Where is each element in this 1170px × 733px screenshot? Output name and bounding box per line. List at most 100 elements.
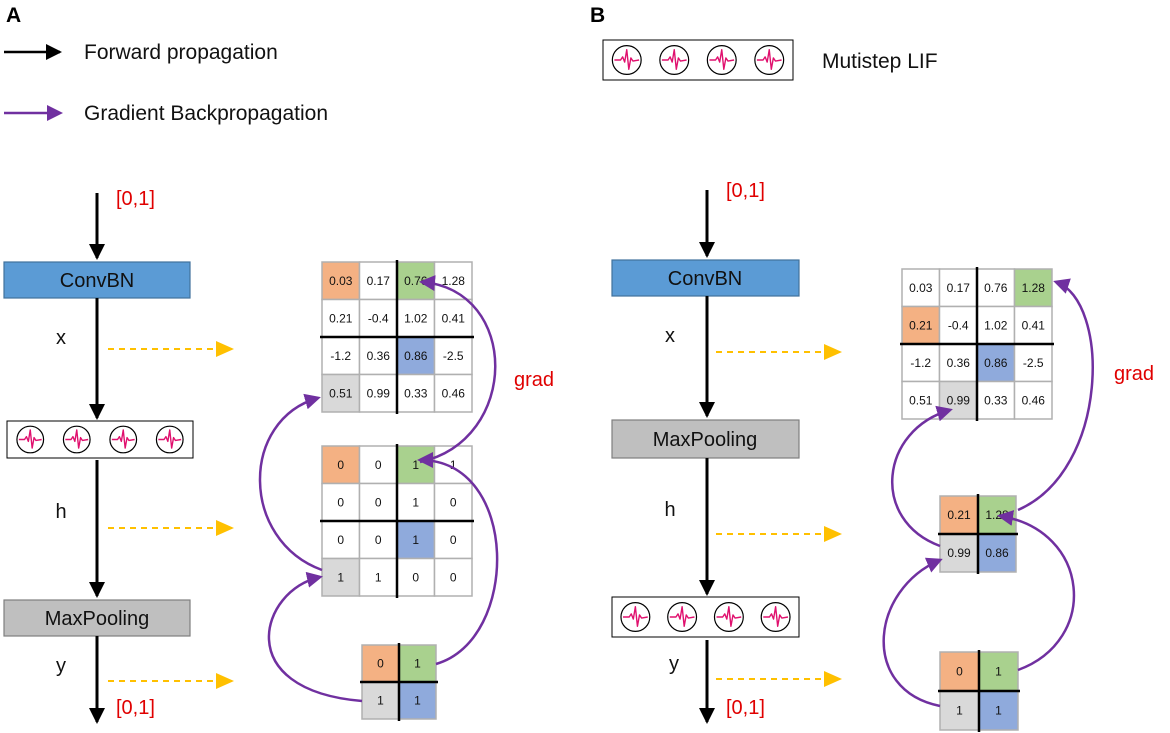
- maxpool-label: MaxPooling: [45, 608, 150, 630]
- grad-arrow-h-to-x-gray: [891, 405, 953, 548]
- maxpool-block: [611, 419, 800, 459]
- grad-arrow-y-to-h-green: [997, 510, 1076, 672]
- matrix-cell-value: 0: [377, 657, 384, 671]
- matrix-cell-value: 0.99: [367, 386, 391, 400]
- lif-neuron-icon: [659, 44, 690, 75]
- matrix-cell-value: 0: [375, 495, 382, 509]
- matrix-cell: [939, 651, 980, 692]
- matrix-cell: [976, 268, 1016, 308]
- matrix-cell-value: 1: [414, 694, 421, 708]
- matrix-cell: [358, 482, 398, 522]
- matrix-cell-value: 0: [412, 570, 419, 584]
- matrix-cell-value: 0.86: [985, 546, 1009, 560]
- matrix-cell: [939, 533, 979, 573]
- matrix-cell: [433, 445, 473, 485]
- matrix-cell-value: 0.41: [1022, 318, 1046, 332]
- matrix-cell-value: -0.4: [948, 318, 969, 332]
- matrix-cell: [901, 380, 941, 420]
- matrix-cell-value: 0.21: [947, 508, 971, 522]
- matrix-cell-value: 0.21: [329, 311, 353, 325]
- matrix-cell-value: 0.99: [947, 393, 971, 407]
- maxpool-label: MaxPooling: [653, 429, 758, 451]
- matrix-cell: [1013, 380, 1053, 420]
- lif-neuron-strip: [6, 420, 194, 459]
- convbn-block: [3, 261, 191, 299]
- matrix-cell: [358, 336, 398, 376]
- matrix-cell-value: -2.5: [443, 349, 464, 363]
- matrix-cell-value: 0.17: [947, 281, 971, 295]
- matrix-cell: [938, 268, 978, 308]
- lif-neuron-strip: [602, 39, 794, 81]
- matrix-cell-value: 0.76: [984, 281, 1008, 295]
- matrix-cell: [358, 298, 398, 338]
- matrix-cell: [978, 651, 1019, 692]
- matrix-cell-value: 1: [412, 495, 419, 509]
- matrix-cell-value: 0.99: [947, 546, 971, 560]
- lif-neuron-icon: [16, 425, 45, 454]
- matrix-cell-value: 0: [375, 533, 382, 547]
- matrix-cell-value: 0: [450, 495, 457, 509]
- matrix-cell-value: 0.41: [442, 311, 466, 325]
- lif-neuron-icon: [109, 425, 138, 454]
- matrix-cell: [938, 305, 978, 345]
- grad-arrow-h-to-x-gray: [258, 393, 323, 572]
- grad-label: grad: [1114, 363, 1154, 385]
- output-range-label: [0,1]: [116, 697, 155, 719]
- matrix-cell-value: -1.2: [910, 356, 931, 370]
- matrix-cell-value: -0.4: [368, 311, 389, 325]
- lif-neuron-icon: [620, 601, 651, 632]
- matrix-cell-value: 0.86: [404, 349, 428, 363]
- matrix-cell-value: 1: [375, 570, 382, 584]
- matrix-cell: [978, 690, 1019, 731]
- matrix-cell: [361, 681, 400, 720]
- maxpool-block: [3, 599, 191, 637]
- matrix-cell: [321, 373, 361, 413]
- matrix-cell-value: 0.36: [947, 356, 971, 370]
- matrix-cell-value: 0: [375, 458, 382, 472]
- matrix-cell-value: 0.03: [329, 274, 353, 288]
- lif-neuron-icon: [713, 601, 744, 632]
- matrix-cell-value: 1.02: [984, 318, 1008, 332]
- matrix-cell: [396, 520, 436, 560]
- matrix-cell-value: 1: [337, 570, 344, 584]
- matrix-cell: [321, 557, 361, 597]
- matrix-cell-value: 0: [337, 533, 344, 547]
- var-y-label: y: [669, 653, 679, 675]
- matrix-cell: [901, 305, 941, 345]
- matrix-cell: [977, 533, 1017, 573]
- legend-forward-label: Forward propagation: [84, 41, 278, 64]
- matrix-cell-value: 0.33: [984, 393, 1008, 407]
- matrix-cell: [321, 445, 361, 485]
- grad-arrow-h-to-x-green: [1017, 278, 1094, 512]
- legend-backward-label: Gradient Backpropagation: [84, 102, 328, 125]
- matrix-cell-value: 1: [450, 458, 457, 472]
- matrix-cell-value: 0.36: [367, 349, 391, 363]
- matrix-cell-value: 0.03: [909, 281, 933, 295]
- legend-lif: Mutistep LIF: [602, 39, 938, 81]
- matrix-cell-value: 1.28: [1022, 281, 1046, 295]
- matrix-cell: [1013, 268, 1053, 308]
- convbn-label: ConvBN: [60, 270, 134, 292]
- lif-neuron-icon: [706, 44, 737, 75]
- matrix-cell: [433, 557, 473, 597]
- matrix-cell-value: 0.33: [404, 386, 428, 400]
- matrix-cell-value: 1: [414, 657, 421, 671]
- output-range-label: [0,1]: [726, 697, 765, 719]
- matrix-cell-value: 0.86: [984, 356, 1008, 370]
- panel-b: [0,1] ConvBN x MaxPooling h y [0,1] 0.03…: [611, 180, 1154, 732]
- matrix-cell-value: 1: [412, 533, 419, 547]
- matrix-cell: [321, 261, 361, 301]
- convbn-label: ConvBN: [668, 268, 742, 290]
- matrix-cell-value: -2.5: [1023, 356, 1044, 370]
- lif-neuron-icon: [754, 44, 785, 75]
- var-x-label: x: [665, 325, 675, 347]
- matrix-cell: [396, 373, 436, 413]
- matrix-cell-value: 1: [956, 704, 963, 718]
